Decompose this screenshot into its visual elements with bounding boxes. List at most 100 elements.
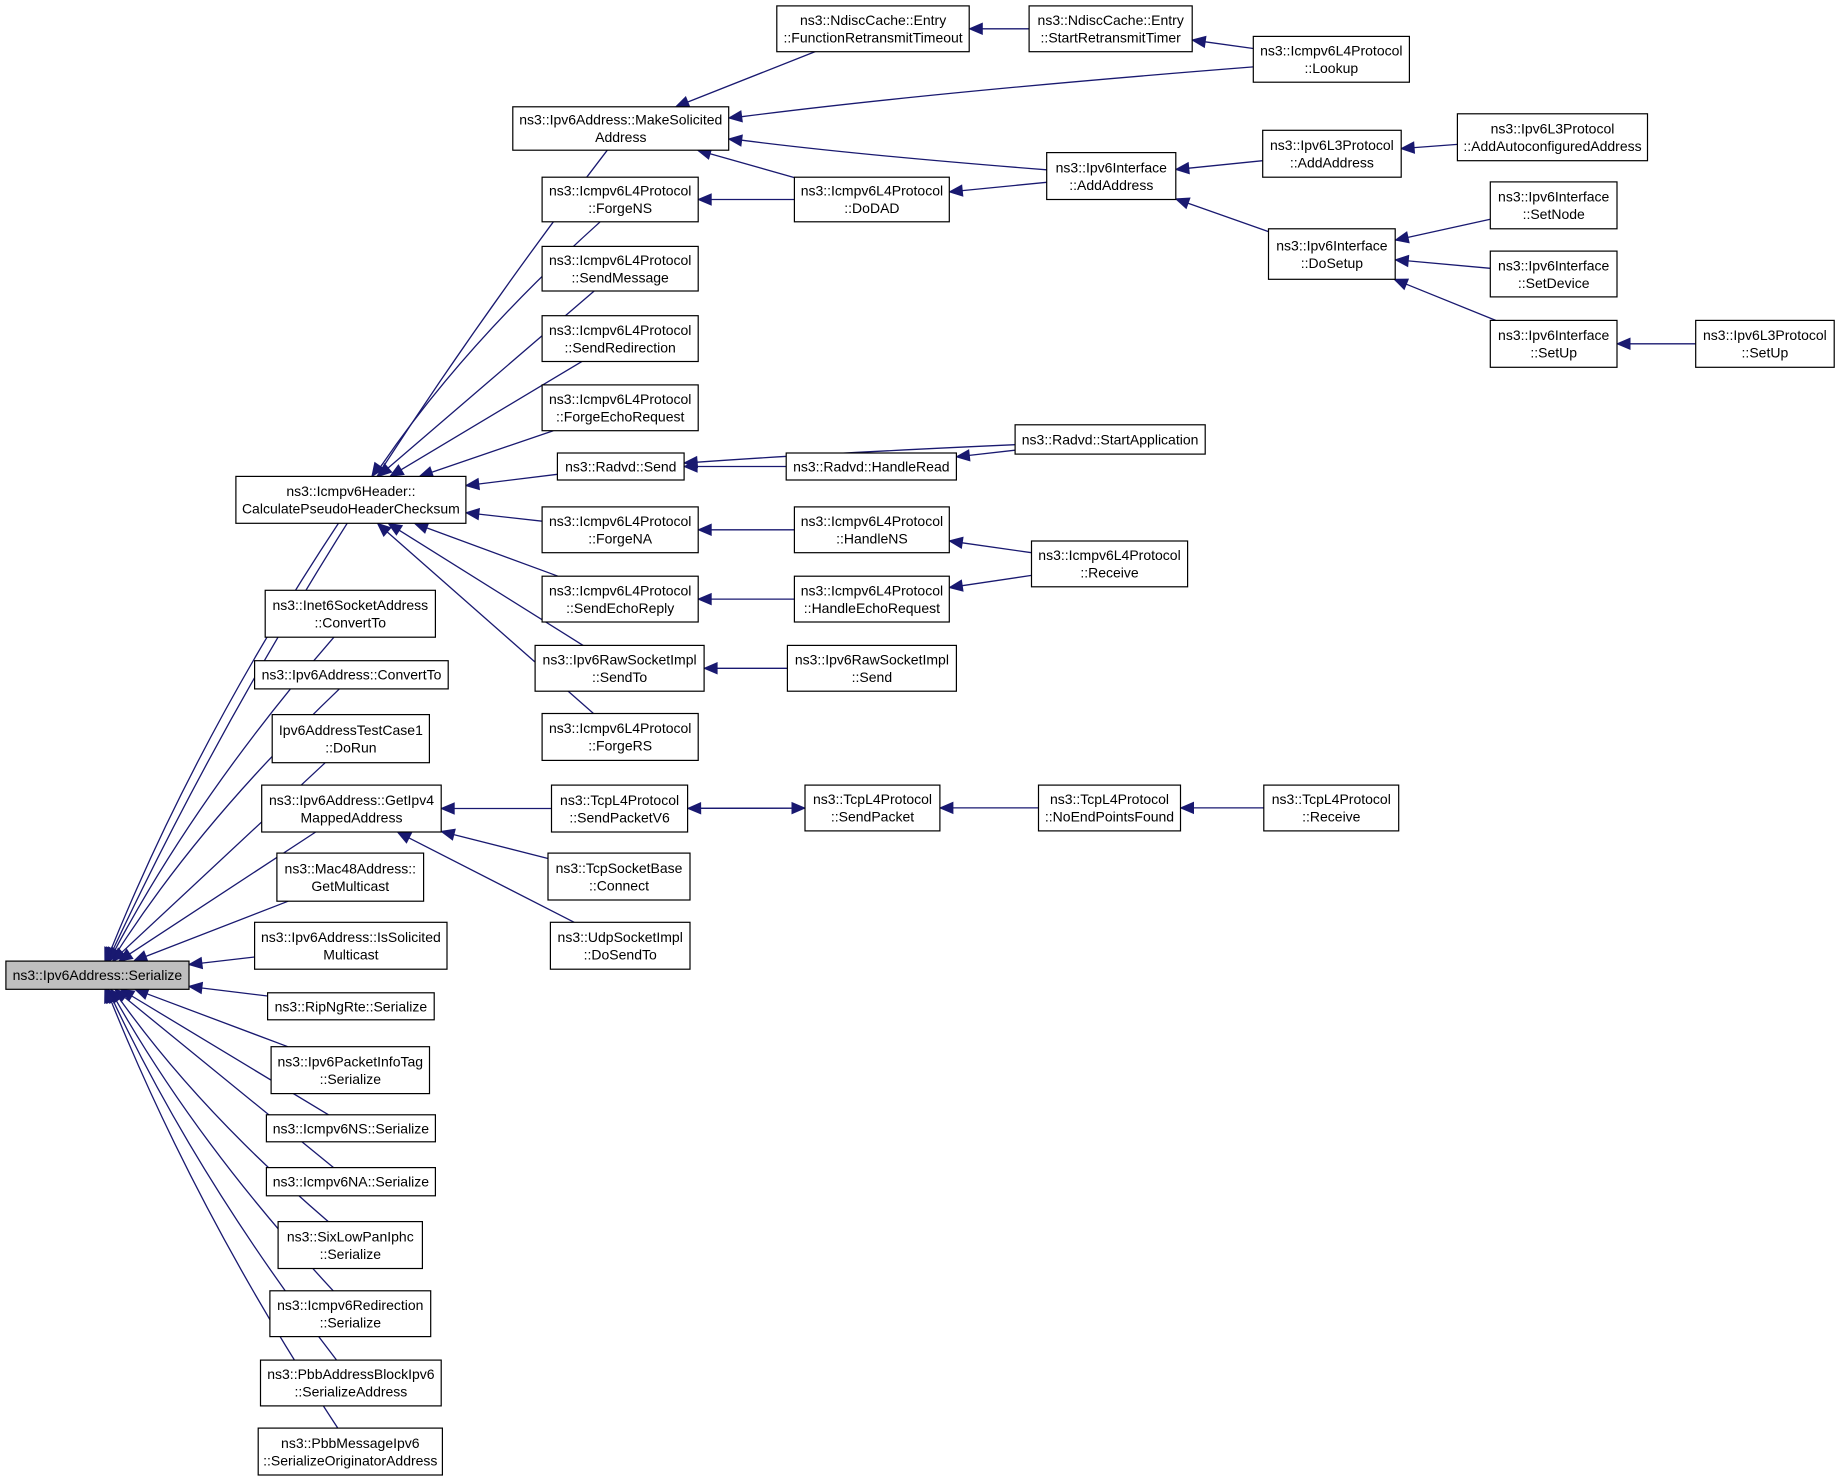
node-ndstart[interactable]: ns3::NdiscCache::Entry::StartRetransmitT… [1028,5,1193,53]
node-dosetup-box [1267,228,1396,280]
node-handlens[interactable]: ns3::Icmpv6L4Protocol::HandleNS [793,506,950,554]
node-mac48-box [276,852,425,902]
node-pbbaddr[interactable]: ns3::PbbAddressBlockIpv6::SerializeAddre… [259,1359,442,1407]
node-rawsend-box [786,644,958,692]
edge-icmpna-to-serialize [124,996,335,1169]
node-forgens-box [541,176,699,223]
arrowhead-ndfunc-to-makesol [674,96,691,108]
node-pktinfo[interactable]: ns3::Ipv6PacketInfoTag::Serialize [270,1046,431,1095]
node-lookup[interactable]: ns3::Icmpv6L4Protocol::Lookup [1252,35,1411,83]
node-tcpsendv6-label-0: ns3::TcpL4Protocol [560,792,679,808]
node-calcpseudo[interactable]: ns3::Icmpv6Header::CalculatePseudoHeader… [235,475,467,524]
node-handlens-label-1: ::HandleNS [836,531,908,547]
node-serialize[interactable]: ns3::Ipv6Address::Serialize [5,960,190,990]
node-sendechoreply[interactable]: ns3::Icmpv6L4Protocol::SendEchoReply [541,575,699,623]
node-icmpna-box [265,1166,436,1197]
arrowhead-sendechoreply-to-calcpseudo [413,522,430,534]
node-sendmsg[interactable]: ns3::Icmpv6L4Protocol::SendMessage [541,245,699,292]
node-pbbaddr-label-0: ns3::PbbAddressBlockIpv6 [267,1366,435,1382]
node-icmpns[interactable]: ns3::Icmpv6NS::Serialize [265,1114,436,1143]
node-radvdsend[interactable]: ns3::Radvd::Send [556,452,685,481]
node-icmprecv[interactable]: ns3::Icmpv6L4Protocol::Receive [1030,540,1189,588]
node-ipv6convert[interactable]: ns3::Ipv6Address::ConvertTo [254,660,449,690]
arrowhead-sendredir-to-calcpseudo [388,464,405,478]
node-ifsetup[interactable]: ns3::Ipv6Interface::SetUp [1489,319,1618,368]
node-icmprecv-label-0: ns3::Icmpv6L4Protocol [1038,547,1180,563]
arrowhead-lookup-to-ndstart [1190,35,1207,49]
node-mac48[interactable]: ns3::Mac48Address::GetMulticast [276,852,425,902]
node-ndfunc-box [776,5,970,53]
node-mac48-label-1: GetMulticast [311,878,389,894]
node-rawsend[interactable]: ns3::Ipv6RawSocketImpl::Send [786,644,958,692]
node-sendechoreply-label-1: ::SendEchoReply [566,600,674,616]
node-radvdstart[interactable]: ns3::Radvd::StartApplication [1014,424,1206,455]
node-radvdstart-box [1014,424,1206,455]
node-setnode-label-0: ns3::Ipv6Interface [1498,189,1610,205]
node-dosetup[interactable]: ns3::Ipv6Interface::DoSetup [1267,228,1396,280]
node-calcpseudo-box [235,475,467,524]
node-l3addaddr-box [1262,129,1402,178]
node-ifaddaddr[interactable]: ns3::Ipv6Interface::AddAddress [1046,152,1177,201]
arrowhead-pktinfo-to-serialize [133,988,150,1000]
arrowhead-pbbmsg-to-serialize [104,988,116,1005]
node-setdevice[interactable]: ns3::Ipv6Interface::SetDevice [1489,250,1618,298]
node-forgeecho[interactable]: ns3::Icmpv6L4Protocol::ForgeEchoRequest [541,384,699,432]
node-inet6convert[interactable]: ns3::Inet6SocketAddress::ConvertTo [264,589,437,638]
edge-issol-to-serialize [201,956,255,964]
edge-lookup-to-makesol [741,66,1254,118]
node-tcprecv[interactable]: ns3::TcpL4Protocol::Receive [1263,784,1400,832]
node-pbbmsg-label-1: ::SerializeOriginatorAddress [263,1452,437,1468]
node-dodad[interactable]: ns3::Icmpv6L4Protocol::DoDAD [793,176,950,223]
node-testcase[interactable]: Ipv6AddressTestCase1::DoRun [271,713,431,764]
node-sixlow[interactable]: ns3::SixLowPanIphc::Serialize [277,1220,424,1270]
node-udpsendto[interactable]: ns3::UdpSocketImpl::DoSendTo [549,921,691,970]
node-sendredir-label-0: ns3::Icmpv6L4Protocol [549,322,691,338]
node-icmpredir[interactable]: ns3::Icmpv6Redirection::Serialize [269,1290,432,1338]
node-forgens[interactable]: ns3::Icmpv6L4Protocol::ForgeNS [541,176,699,223]
node-ndfunc[interactable]: ns3::NdiscCache::Entry::FunctionRetransm… [776,5,970,53]
node-testcase-label-1: ::DoRun [325,739,376,755]
node-l3setup[interactable]: ns3::Ipv6L3Protocol::SetUp [1695,319,1835,368]
node-ripng-box [267,992,435,1021]
node-pbbaddr-box [259,1359,442,1407]
node-rawsendto[interactable]: ns3::Ipv6RawSocketImpl::SendTo [534,644,705,692]
node-forgers-label-1: ::ForgeRS [588,738,652,754]
node-ripng[interactable]: ns3::RipNgRte::Serialize [267,992,435,1021]
node-ripng-label-0: ns3::RipNgRte::Serialize [275,998,428,1014]
node-testcase-box [271,713,431,764]
arrowhead-ifaddaddr-to-dodad [948,184,964,197]
edge-sendechoreply-to-calcpseudo [426,527,559,577]
edge-calcpseudo-to-serialize [110,523,339,950]
edge-rawsendto-to-calcpseudo [398,529,584,646]
node-makesol-label-0: ns3::Ipv6Address::MakeSolicited [519,112,722,128]
node-radvdsend-box [556,452,685,481]
node-dodad-label-1: ::DoDAD [844,200,899,216]
node-tcpnoend-box [1037,784,1182,832]
node-ifaddaddr-label-1: ::AddAddress [1069,177,1153,193]
edge-dosetup-to-ifaddaddr [1187,202,1269,233]
node-sendmsg-box [541,245,699,292]
node-tcpnoend[interactable]: ns3::TcpL4Protocol::NoEndPointsFound [1037,784,1182,832]
node-icmpna[interactable]: ns3::Icmpv6NA::Serialize [265,1166,436,1197]
node-tcpconnect[interactable]: ns3::TcpSocketBase::Connect [547,852,691,901]
node-forgers[interactable]: ns3::Icmpv6L4Protocol::ForgeRS [541,712,699,762]
node-setnode[interactable]: ns3::Ipv6Interface::SetNode [1489,181,1618,230]
edge-lookup-to-ndstart [1205,41,1254,50]
node-pbbmsg[interactable]: ns3::PbbMessageIpv6::SerializeOriginator… [257,1427,444,1476]
node-l3autoconf[interactable]: ns3::Ipv6L3Protocol::AddAutoconfiguredAd… [1456,113,1649,162]
arrowhead-icmprecv-to-handlens [948,536,964,550]
node-l3autoconf-box [1456,113,1649,162]
node-sendredir[interactable]: ns3::Icmpv6L4Protocol::SendRedirection [541,315,699,363]
node-issol-label-0: ns3::Ipv6Address::IsSolicited [261,929,441,945]
node-radvdread[interactable]: ns3::Radvd::HandleRead [785,452,958,481]
node-tcpsendv6[interactable]: ns3::TcpL4Protocol::SendPacketV6 [550,784,689,833]
node-l3addaddr[interactable]: ns3::Ipv6L3Protocol::AddAddress [1262,129,1402,178]
edge-setnode-to-dosetup [1407,218,1491,239]
node-handleecho[interactable]: ns3::Icmpv6L4Protocol::HandleEchoRequest [793,575,950,623]
node-forgena[interactable]: ns3::Icmpv6L4Protocol::ForgeNA [541,506,699,554]
node-tcpsend[interactable]: ns3::TcpL4Protocol::SendPacket [804,784,941,832]
edge-tcpconnect-to-getipv4 [453,833,549,860]
